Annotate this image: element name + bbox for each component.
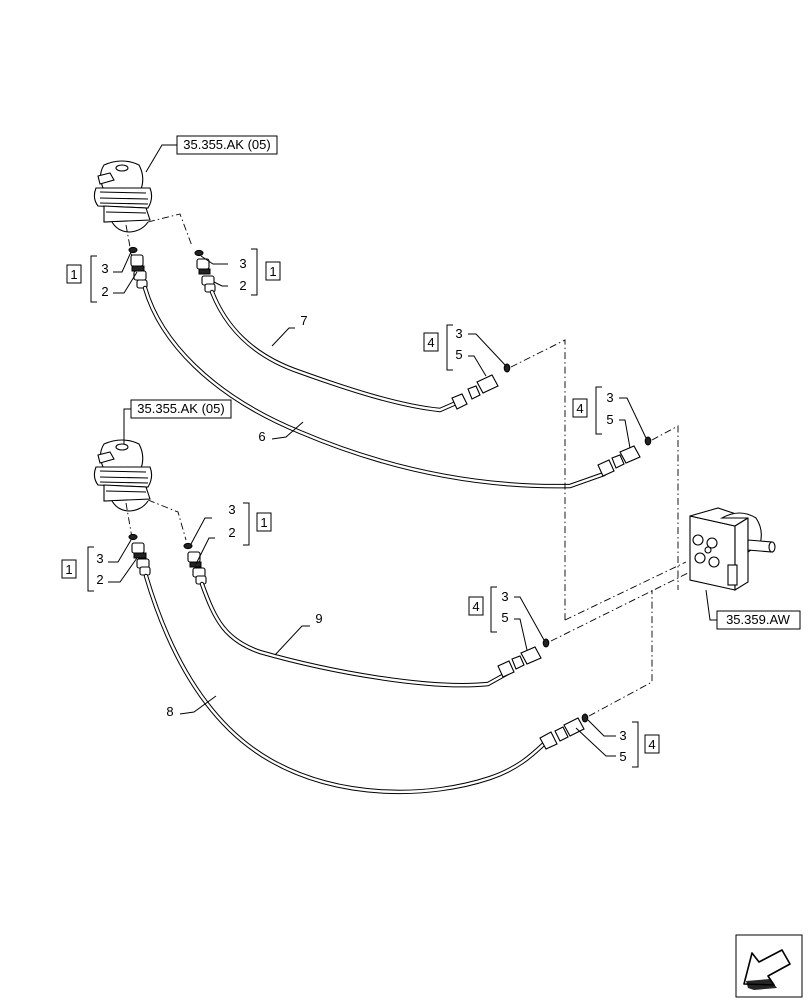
- svg-text:5: 5: [606, 412, 613, 427]
- callout-group-hose-9: 4 3 5: [468, 586, 545, 651]
- callout-group-bottom-right: 3 2 1: [190, 502, 272, 565]
- fitting-bottom-right: [183, 542, 207, 585]
- callout-group-hose-6: 4 3 5: [572, 386, 647, 449]
- svg-text:4: 4: [427, 335, 434, 350]
- svg-text:1: 1: [70, 267, 77, 282]
- svg-text:3: 3: [228, 502, 235, 517]
- svg-text:4: 4: [648, 737, 655, 752]
- svg-text:3: 3: [606, 390, 613, 405]
- valve-block: [689, 507, 776, 591]
- svg-text:2: 2: [96, 572, 103, 587]
- callout-group-top-left: 1 3 2: [66, 251, 138, 303]
- svg-text:2: 2: [239, 278, 246, 293]
- svg-text:2: 2: [101, 284, 108, 299]
- fitting-hose-9-end: [497, 638, 550, 678]
- fitting-hose-8-end: [539, 713, 589, 750]
- callout-group-bottom-left: 1 3 2: [61, 539, 138, 592]
- joystick-top: [93, 160, 153, 233]
- hose-label-9: 9: [315, 611, 322, 626]
- svg-text:3: 3: [239, 256, 246, 271]
- svg-text:3: 3: [619, 728, 626, 743]
- svg-text:2: 2: [228, 525, 235, 540]
- svg-text:5: 5: [455, 347, 462, 362]
- ref-label-valve: 35.359.AW: [726, 612, 791, 627]
- callout-group-top-right: 3 2 1: [200, 248, 281, 296]
- hose-label-7: 7: [300, 313, 307, 328]
- svg-text:4: 4: [472, 599, 479, 614]
- fitting-top-right: [194, 249, 216, 293]
- fitting-hose-7-end: [451, 363, 511, 410]
- hose-label-8: 8: [166, 704, 173, 719]
- ref-label-joystick-top: 35.355.AK (05): [183, 137, 270, 152]
- svg-text:5: 5: [501, 610, 508, 625]
- fitting-top-left: [128, 246, 148, 289]
- fitting-bottom-left: [128, 533, 151, 576]
- svg-text:3: 3: [501, 589, 508, 604]
- joystick-bottom: [93, 439, 153, 512]
- arrow-icon[interactable]: [735, 934, 803, 998]
- hose-label-6: 6: [258, 429, 265, 444]
- fitting-hose-6-end: [597, 436, 652, 477]
- svg-text:4: 4: [576, 401, 583, 416]
- svg-text:1: 1: [269, 264, 276, 279]
- svg-text:1: 1: [65, 562, 72, 577]
- callout-group-hose-8: 3 5 4: [575, 719, 660, 768]
- ref-label-joystick-bottom: 35.355.AK (05): [137, 401, 224, 416]
- svg-text:1: 1: [260, 515, 267, 530]
- svg-text:5: 5: [619, 749, 626, 764]
- svg-text:3: 3: [455, 326, 462, 341]
- svg-text:3: 3: [101, 261, 108, 276]
- callout-group-hose-7: 4 3 5: [423, 324, 507, 377]
- svg-text:3: 3: [96, 551, 103, 566]
